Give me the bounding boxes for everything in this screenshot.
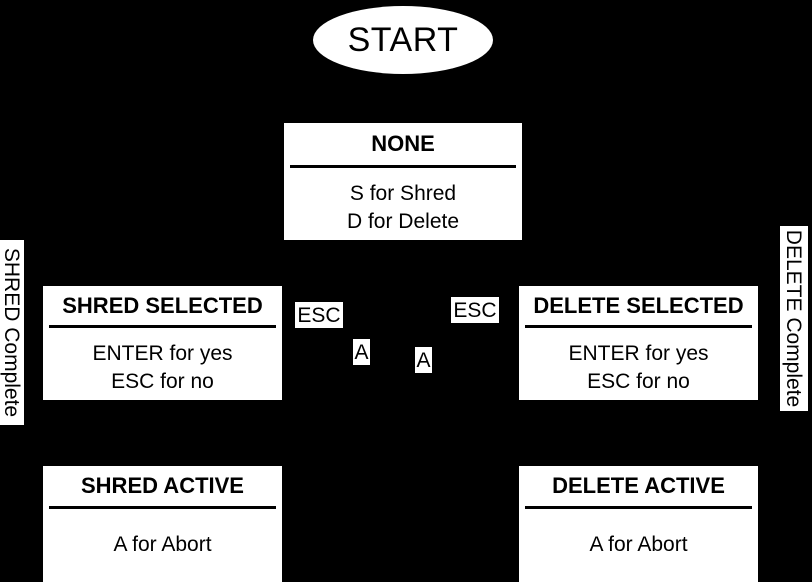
node-delete-selected-title-area: DELETE SELECTED — [519, 286, 758, 325]
node-delete-selected-divider — [525, 325, 752, 328]
node-delete-active[interactable]: DELETE ACTIVE A for Abort — [519, 466, 758, 582]
node-delete-selected-body: ENTER for yes ESC for no — [519, 328, 758, 400]
node-shred-active[interactable]: SHRED ACTIVE A for Abort — [43, 466, 282, 582]
edge-label-abort-left: A — [353, 339, 370, 365]
node-none-title: NONE — [371, 131, 435, 156]
node-delete-selected-title: DELETE SELECTED — [533, 292, 744, 318]
node-delete-active-title: DELETE ACTIVE — [552, 473, 725, 498]
node-delete-active-line-1: A for Abort — [589, 533, 688, 556]
node-shred-selected-body: ENTER for yes ESC for no — [43, 328, 282, 400]
node-delete-selected-line-1: ENTER for yes — [568, 342, 709, 365]
node-shred-selected-line-1: ENTER for yes — [92, 342, 233, 365]
edge-label-shred-complete-text: SHRED Complete — [0, 247, 24, 418]
node-none[interactable]: NONE S for Shred D for Delete — [284, 123, 522, 240]
node-shred-selected-title-area: SHRED SELECTED — [43, 286, 282, 325]
edge-label-abort-right: A — [415, 347, 432, 373]
node-shred-active-divider — [49, 506, 276, 509]
edge-label-delete-complete: DELETE Complete — [780, 226, 808, 411]
edge-label-esc-right: ESC — [451, 297, 499, 323]
node-none-line-2: D for Delete — [346, 209, 460, 233]
node-none-body: S for Shred D for Delete — [284, 168, 522, 240]
node-delete-active-body: A for Abort — [519, 509, 758, 582]
node-start-label: START — [347, 21, 459, 59]
node-shred-active-title: SHRED ACTIVE — [81, 473, 244, 498]
node-shred-active-body: A for Abort — [43, 509, 282, 582]
node-delete-selected-line-2: ESC for no — [587, 369, 690, 393]
node-none-title-area: NONE — [284, 123, 522, 165]
node-start[interactable]: START — [313, 6, 493, 74]
edge-label-shred-complete: SHRED Complete — [0, 240, 24, 425]
node-shred-selected-title: SHRED SELECTED — [62, 292, 263, 318]
node-shred-active-title-area: SHRED ACTIVE — [43, 466, 282, 506]
edge-label-delete-complete-text: DELETE Complete — [782, 229, 806, 408]
node-shred-selected-line-2: ESC for no — [111, 369, 214, 393]
node-none-line-1: S for Shred — [349, 182, 457, 205]
node-delete-active-title-area: DELETE ACTIVE — [519, 466, 758, 506]
node-shred-active-line-1: A for Abort — [113, 533, 212, 556]
edge-label-esc-left: ESC — [295, 302, 343, 328]
node-shred-selected-divider — [49, 325, 276, 328]
node-delete-selected[interactable]: DELETE SELECTED ENTER for yes ESC for no — [519, 286, 758, 400]
node-shred-selected[interactable]: SHRED SELECTED ENTER for yes ESC for no — [43, 286, 282, 400]
node-delete-active-divider — [525, 506, 752, 509]
node-none-divider — [290, 165, 516, 168]
